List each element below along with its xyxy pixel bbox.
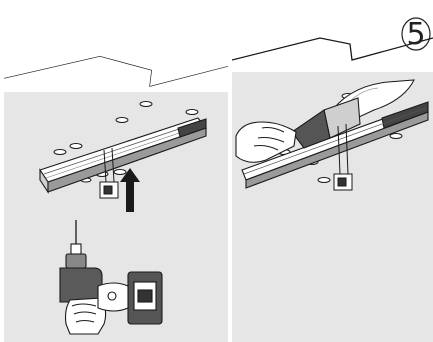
screw-hole [318,178,330,183]
screw-hole [186,110,198,115]
screw-hole [390,134,402,139]
screw-hole [114,170,126,175]
step-number-circle [400,16,432,52]
left-illustration-panel [0,0,228,342]
screw-hole [140,102,152,107]
screw-hole [116,118,128,123]
screw-hole [54,150,66,155]
screw-hole [70,144,82,149]
wall-surface [4,0,228,86]
left-illustration [0,0,228,342]
